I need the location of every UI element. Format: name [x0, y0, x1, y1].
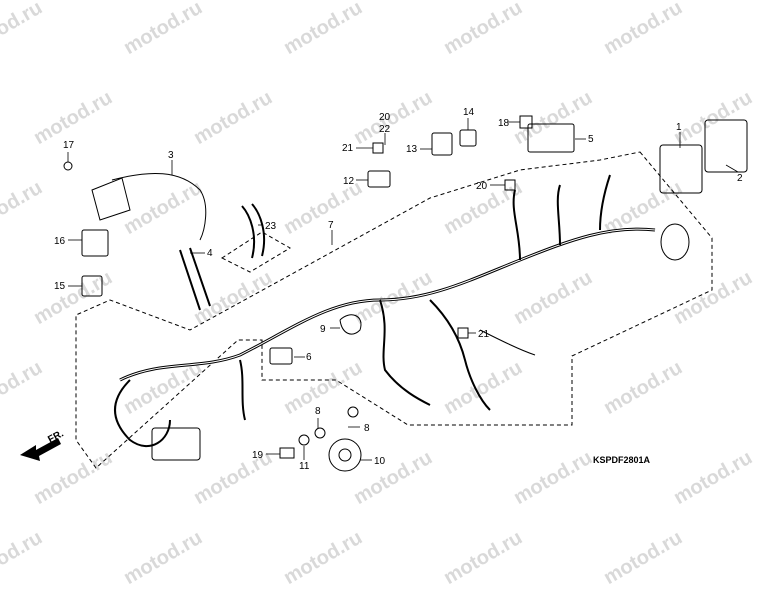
relay-part-15 [81, 275, 103, 297]
harness-branch-right [429, 299, 491, 411]
callout-7: 7 [328, 220, 334, 231]
main-harness [119, 227, 656, 382]
callout-3: 3 [168, 150, 174, 161]
hose-part-23 [241, 203, 266, 259]
regulator-part [151, 427, 201, 461]
callout-11: 11 [299, 461, 310, 472]
callout-6: 6 [306, 352, 312, 363]
connector-part-12 [367, 170, 391, 188]
horn-part-10-inner [338, 448, 352, 462]
screw-part-18 [519, 115, 533, 129]
callout-19: 19 [252, 450, 264, 461]
cdi-unit-part [659, 144, 703, 194]
callout-labels: 1 2 3 4 5 6 7 8 8 9 10 11 12 13 14 15 16… [54, 107, 743, 472]
front-label: FR. [46, 428, 66, 445]
callout-21b: 21 [478, 329, 490, 340]
fuse-part-20 [504, 179, 516, 191]
ignition-coil-part-3 [91, 172, 207, 241]
callout-4: 4 [207, 248, 213, 259]
callout-5: 5 [588, 134, 594, 145]
band-part-9 [339, 314, 362, 335]
callout-22: 22 [379, 124, 391, 135]
washer-part-8b [347, 406, 359, 418]
grommet-part-17 [63, 161, 73, 171]
callout-15: 15 [54, 281, 66, 292]
callout-21a: 21 [342, 143, 354, 154]
fuse-holder-part-6 [269, 347, 293, 365]
harness-group-outline [75, 151, 713, 469]
wiring-harness-diagram: FR. 1 2 3 4 5 6 7 8 8 9 10 11 12 13 14 1… [20, 107, 748, 472]
callout-1: 1 [676, 122, 682, 133]
callout-23: 23 [265, 221, 277, 232]
connector-coupler-part [660, 223, 690, 261]
harness-branch-upper [512, 174, 611, 261]
horn-part-10 [328, 438, 362, 472]
callout-8a: 8 [315, 406, 321, 417]
main-harness-inner [119, 228, 656, 381]
washer-part-8a [314, 427, 326, 439]
fuse-part-21b [457, 327, 469, 339]
fuse-part-21a [372, 142, 384, 154]
cdi-unit-back [704, 119, 748, 173]
callout-9: 9 [320, 324, 326, 335]
callout-2: 2 [737, 173, 743, 184]
hose-group-outline [220, 231, 291, 273]
relay-part-16 [81, 229, 109, 257]
relay-part-14 [459, 129, 477, 147]
leader-lines [67, 118, 739, 461]
callout-17: 17 [63, 140, 75, 151]
diagram-code: KSPDF2801A [593, 455, 651, 465]
harness-branch-lower [239, 359, 246, 421]
callout-20a: 20 [379, 112, 391, 123]
bolt-part-19 [279, 447, 295, 459]
relay-part-13 [431, 132, 453, 156]
callout-18: 18 [498, 118, 510, 129]
callout-14: 14 [463, 107, 475, 118]
front-arrow: FR. [20, 428, 66, 461]
callout-13: 13 [406, 144, 418, 155]
callout-16: 16 [54, 236, 66, 247]
nut-part-11 [298, 434, 310, 446]
callout-8b: 8 [364, 423, 370, 434]
harness-branch-mid [379, 299, 431, 406]
plug-cap-part-4 [179, 247, 211, 311]
harness-branch-left [114, 379, 171, 447]
harness-branch-wire [479, 329, 536, 356]
fuse-box-part-5 [527, 123, 575, 153]
callout-20b: 20 [476, 181, 488, 192]
callout-12: 12 [343, 176, 355, 187]
callout-10: 10 [374, 456, 386, 467]
